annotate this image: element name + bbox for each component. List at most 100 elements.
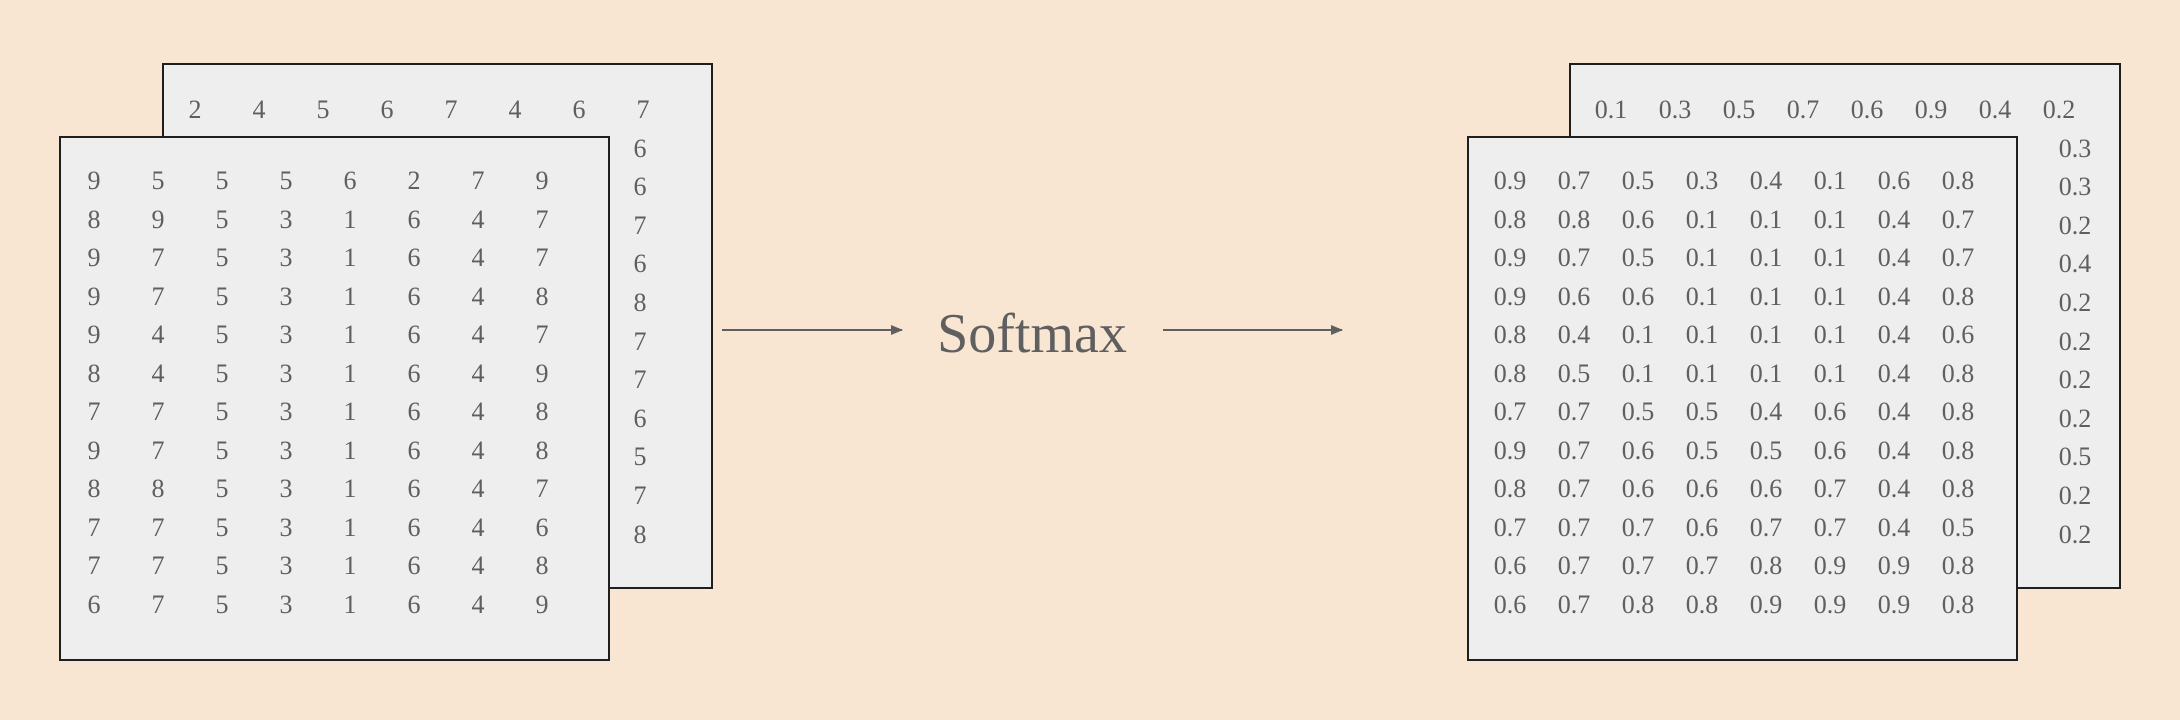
input-front-cell: 3 — [279, 358, 293, 388]
input-front-cell: 4 — [471, 435, 485, 465]
input-front-cell: 1 — [343, 281, 357, 311]
output-front-cell: 0.6 — [1621, 281, 1655, 311]
output-front-cell: 0.4 — [1877, 512, 1911, 542]
output-front-cell: 0.8 — [1685, 589, 1719, 619]
output-front-cell: 0.1 — [1749, 358, 1783, 388]
output-front-cell: 0.1 — [1749, 243, 1783, 272]
output-front-cell: 0.1 — [1685, 358, 1719, 388]
input-back-right-cell: 6 — [633, 249, 647, 279]
output-front-cell: 0.7 — [1813, 474, 1847, 503]
output-back-top-cell: 0.2 — [2042, 95, 2076, 124]
output-back-right-cell: 0.2 — [2058, 519, 2092, 549]
output-front-cell: 0.8 — [1941, 397, 1975, 426]
input-front-cell: 4 — [471, 397, 485, 426]
softmax-label: Softmax — [937, 303, 1127, 365]
output-front-cell: 0.9 — [1877, 551, 1911, 580]
input-front-cell: 5 — [215, 435, 229, 465]
input-front-cell: 6 — [407, 435, 421, 465]
input-back-right-cell: 8 — [633, 519, 647, 549]
output-front-cell: 0.7 — [1557, 397, 1591, 426]
input-front-cell: 6 — [407, 281, 421, 311]
input-front-cell: 5 — [215, 166, 229, 195]
input-front-cell: 6 — [343, 166, 357, 195]
input-front-cell: 4 — [471, 358, 485, 388]
input-front-cell: 9 — [151, 204, 165, 234]
input-back-right-cell: 5 — [633, 442, 647, 472]
input-front-cell: 7 — [151, 512, 165, 542]
input-front-cell: 3 — [279, 551, 293, 580]
output-front-cell: 0.7 — [1941, 204, 1975, 234]
output-front-cell: 0.6 — [1941, 320, 1975, 349]
input-back-top-cell: 6 — [380, 95, 394, 124]
input-front-cell: 5 — [215, 358, 229, 388]
output-front-cell: 0.1 — [1813, 358, 1847, 388]
output-back-top-cell: 0.1 — [1594, 95, 1628, 124]
input-front-cell: 7 — [151, 243, 165, 272]
output-front-cell: 0.5 — [1621, 166, 1655, 195]
input-back-right-cell: 6 — [633, 172, 647, 202]
output-back-right-cell: 0.3 — [2058, 172, 2092, 202]
input-back-right-cell: 7 — [633, 326, 647, 356]
input-front-cell: 6 — [535, 512, 549, 542]
input-back-right-cell: 8 — [633, 288, 647, 317]
output-front-cell: 0.8 — [1941, 551, 1975, 580]
input-front-cell: 1 — [343, 397, 357, 426]
output-back-right-cell: 0.3 — [2058, 133, 2092, 163]
input-front-cell: 6 — [407, 512, 421, 542]
output-front-cell: 0.6 — [1557, 281, 1591, 311]
output-front-cell: 0.1 — [1813, 243, 1847, 272]
input-front-cell: 3 — [279, 281, 293, 311]
input-front-cell: 5 — [215, 551, 229, 580]
input-front-cell: 7 — [87, 551, 101, 580]
output-front-cell: 0.4 — [1877, 243, 1911, 272]
output-front-cell: 0.8 — [1749, 551, 1783, 580]
output-front-cell: 0.5 — [1557, 358, 1591, 388]
output-back-top-cell: 0.9 — [1914, 95, 1948, 124]
input-front-cell: 7 — [535, 474, 549, 503]
output-front-cell: 0.8 — [1941, 281, 1975, 311]
output-front-cell: 0.8 — [1557, 204, 1591, 234]
output-front-cell: 0.9 — [1493, 166, 1527, 195]
output-front-cell: 0.5 — [1749, 435, 1783, 465]
input-front-cell: 4 — [471, 281, 485, 311]
input-front-cell: 9 — [87, 166, 101, 195]
output-front-cell: 0.1 — [1685, 281, 1719, 311]
input-back-top-cell: 4 — [252, 95, 266, 124]
input-front-cell: 3 — [279, 474, 293, 503]
output-front-cell: 0.1 — [1749, 320, 1783, 349]
output-front-cell: 0.7 — [1493, 397, 1527, 426]
input-front-cell: 2 — [407, 166, 421, 195]
input-front-cell: 6 — [407, 474, 421, 503]
output-front-cell: 0.1 — [1813, 281, 1847, 311]
input-front-cell: 5 — [279, 166, 293, 195]
output-front-cell: 0.9 — [1877, 589, 1911, 619]
output-front-cell: 0.1 — [1685, 320, 1719, 349]
output-front-cell: 0.5 — [1621, 397, 1655, 426]
input-front-cell: 5 — [215, 589, 229, 619]
output-front-cell: 0.6 — [1813, 435, 1847, 465]
output-front-cell: 0.4 — [1749, 166, 1783, 195]
input-front-cell: 7 — [151, 281, 165, 311]
output-back-right-cell: 0.2 — [2058, 403, 2092, 433]
output-front-cell: 0.4 — [1877, 204, 1911, 234]
input-back-top-cell: 4 — [508, 95, 522, 124]
input-back-top-cell: 7 — [444, 95, 458, 124]
output-front-cell: 0.1 — [1621, 320, 1655, 349]
output-front-cell: 0.6 — [1877, 166, 1911, 195]
input-front-cell: 8 — [535, 281, 549, 311]
output-front-cell: 0.6 — [1621, 474, 1655, 503]
input-front-cell: 5 — [215, 320, 229, 349]
input-front-cell: 6 — [407, 397, 421, 426]
output-front-cell: 0.1 — [1749, 281, 1783, 311]
output-front-cell: 0.4 — [1877, 474, 1911, 503]
output-front-cell: 0.8 — [1941, 435, 1975, 465]
output-front-cell: 0.9 — [1813, 551, 1847, 580]
output-front-cell: 0.5 — [1685, 435, 1719, 465]
output-back-right-cell: 0.2 — [2058, 481, 2092, 510]
input-front-cell: 9 — [535, 589, 549, 619]
output-front-cell: 0.3 — [1685, 166, 1719, 195]
input-front-cell: 5 — [215, 281, 229, 311]
input-front-cell: 8 — [87, 474, 101, 503]
output-front-cell: 0.8 — [1493, 320, 1527, 349]
